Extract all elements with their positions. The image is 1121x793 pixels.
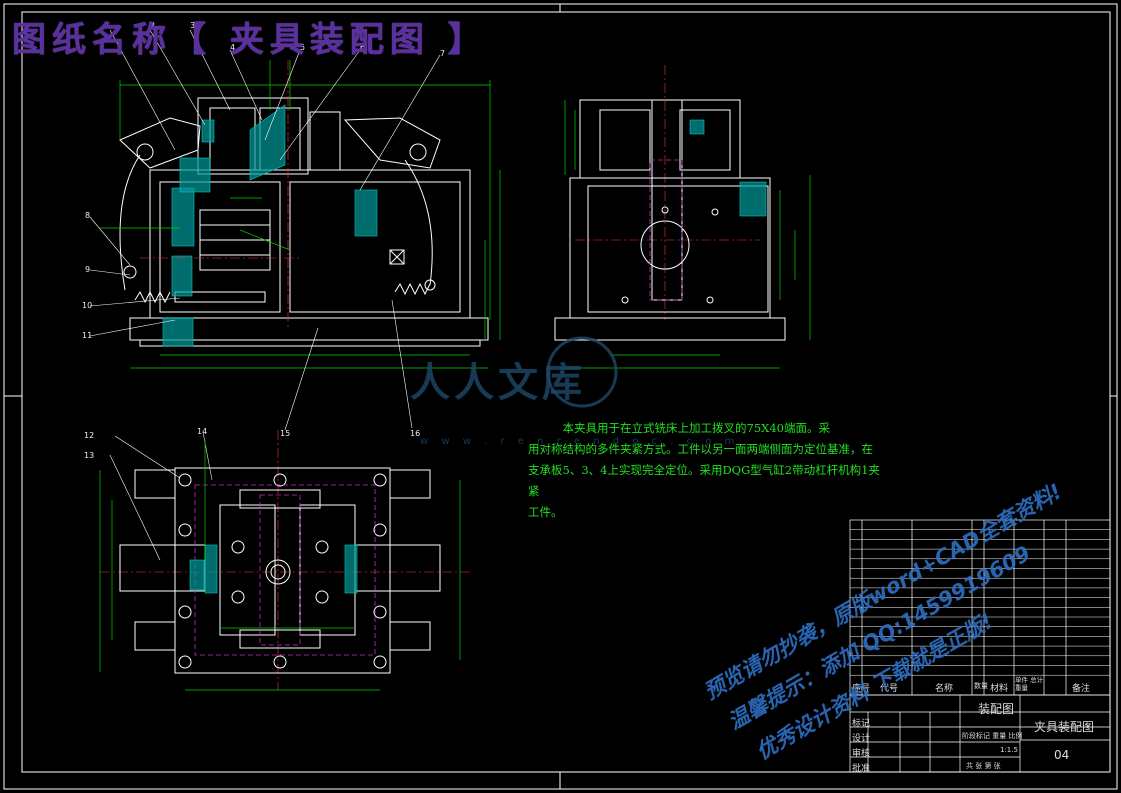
drawing-type: 装配图 [978, 702, 1015, 716]
side-view [554, 99, 786, 341]
col-weight-header: 单件 总计 重量 [1015, 676, 1044, 692]
parts-list-rows [850, 529, 1110, 676]
svg-text:6: 6 [360, 43, 365, 52]
svg-text:2: 2 [150, 21, 155, 30]
top-view-hidden [194, 484, 376, 656]
col-material-header: 材料 [990, 684, 1009, 694]
drawing-frame [3, 3, 1118, 790]
col-name-header: 名称 [935, 684, 954, 694]
balloon-leaders [89, 29, 441, 561]
svg-text:10: 10 [82, 301, 92, 310]
top-view-dimensions [99, 440, 461, 691]
col-seq-header: 序号 [852, 684, 871, 694]
svg-text:16: 16 [410, 429, 420, 438]
design-label: 设计 [852, 734, 871, 744]
balloon-labels: 1 2 3 4 5 6 7 8 9 10 11 12 13 14 15 16 [82, 21, 445, 460]
check-label: 审核 [852, 749, 871, 759]
svg-text:1: 1 [104, 21, 109, 30]
top-view [119, 467, 441, 674]
title-block [849, 694, 1111, 773]
watermark-logo [546, 336, 618, 408]
sheet-label: 共 张 第 张 [966, 762, 1001, 770]
front-view [119, 97, 489, 347]
svg-text:4: 4 [230, 43, 235, 52]
col-qty-header: 数量 [974, 682, 988, 690]
col-code-header: 代号 [880, 684, 899, 694]
svg-text:15: 15 [280, 429, 290, 438]
note-line: 支承板5、3、4上实现完全定位。采用DQG型气缸2带动杠杆机构1夹紧 [528, 463, 880, 498]
svg-text:5: 5 [300, 43, 305, 52]
drawing-title-banner: 图纸名称【 夹具装配图 】 [12, 20, 488, 60]
svg-text:12: 12 [84, 431, 94, 440]
svg-text:13: 13 [84, 451, 94, 460]
front-view-dimensions [100, 60, 501, 369]
top-view-sections [189, 544, 358, 594]
drawing-name: 夹具装配图 [1034, 720, 1095, 734]
svg-text:7: 7 [440, 49, 445, 58]
top-view-bolts [178, 473, 387, 669]
col-remark-header: 备注 [1072, 684, 1091, 694]
front-view-sections [162, 104, 378, 347]
side-view-sections [689, 119, 767, 217]
svg-text:9: 9 [85, 265, 90, 274]
side-view-dimensions [560, 100, 811, 369]
watermark-logo-text: 人人文库 [410, 359, 586, 406]
svg-text:8: 8 [85, 211, 90, 220]
approve-label: 批准 [852, 764, 871, 774]
note-line: 本夹具用于在立式铣床上加工拨叉的75X40端面。采 [562, 421, 830, 435]
side-view-hidden [649, 159, 683, 301]
watermark-logo-url: w w w . r e n r e n d o c . c o m [420, 436, 740, 447]
scale-value: 1:1.5 [1000, 746, 1018, 754]
technical-note: 本夹具用于在立式铣床上加工拨叉的75X40端面。采 用对称结构的多件夹紧方式。工… [528, 418, 880, 523]
stage-label: 阶段标记 重量 比例 [962, 732, 1023, 740]
note-line: 工件。 [528, 505, 563, 519]
mark-label: 标记 [852, 719, 871, 729]
svg-text:3: 3 [190, 21, 195, 30]
note-line: 用对称结构的多件夹紧方式。工件以另一面两端侧面为定位基准，在 [528, 442, 873, 456]
svg-text:11: 11 [82, 331, 92, 340]
svg-text:14: 14 [197, 427, 207, 436]
drawing-number: 04 [1054, 748, 1070, 762]
